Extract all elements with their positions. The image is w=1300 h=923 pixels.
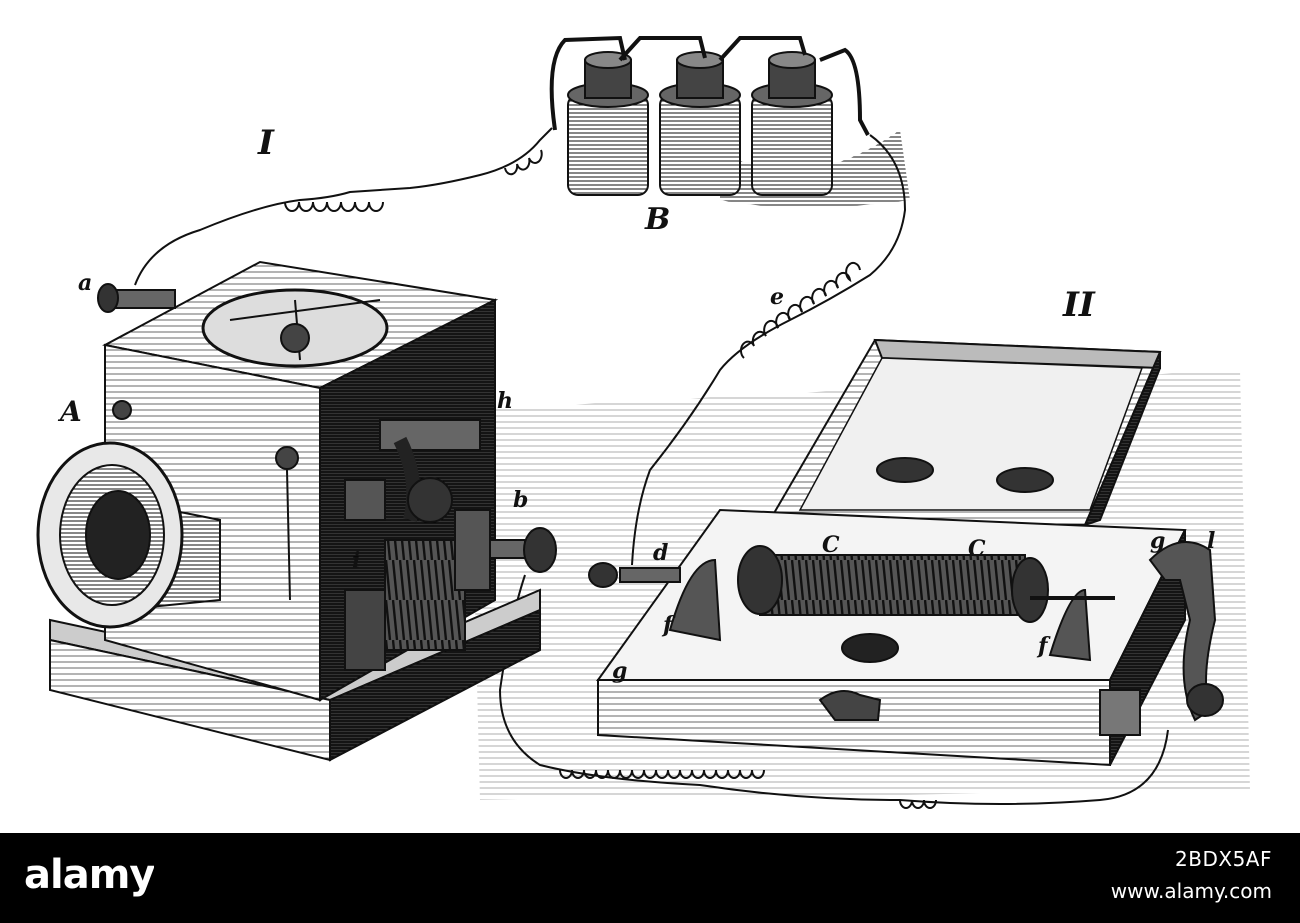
stock-image-id: 2BDX5AF bbox=[1175, 847, 1272, 871]
connecting-wires bbox=[134, 127, 1169, 809]
battery-cell-3 bbox=[751, 51, 833, 196]
coil-label-c2: C bbox=[968, 536, 986, 562]
svg-text:alamy: alamy bbox=[24, 852, 154, 898]
battery-cell-2 bbox=[659, 51, 741, 196]
figure-label-II: II bbox=[1063, 285, 1095, 325]
terminal-label-b: b bbox=[513, 487, 529, 513]
horn-label: A bbox=[60, 395, 82, 428]
wire-label-e: e bbox=[770, 284, 784, 310]
part-label-h: h bbox=[497, 388, 513, 414]
watermark-footer bbox=[0, 833, 1300, 923]
clamp-label-l: l bbox=[1207, 528, 1216, 554]
part-label-d: d bbox=[653, 540, 669, 566]
engraving-drawing bbox=[36, 35, 1250, 809]
stock-site-url: www.alamy.com bbox=[1110, 879, 1272, 903]
board-label-g2: g bbox=[1150, 528, 1166, 554]
support-label-f1: f bbox=[663, 612, 673, 638]
figure-label-I: I bbox=[258, 123, 274, 163]
battery-cell-1 bbox=[567, 51, 649, 196]
engraving-illustration: I II B A a b e h i d C C f f g g l bbox=[0, 0, 1300, 833]
battery-label: B bbox=[645, 202, 671, 237]
support-label-f2: f bbox=[1038, 633, 1048, 659]
transmitter-box bbox=[588, 338, 1224, 767]
alamy-logo: alamy bbox=[24, 852, 154, 898]
battery-cells bbox=[549, 35, 910, 208]
terminal-label-a: a bbox=[78, 270, 93, 296]
horn-mouthpiece bbox=[36, 441, 221, 629]
board-label-g1: g bbox=[612, 658, 628, 684]
coil-label-c1: C bbox=[822, 532, 840, 558]
part-label-i: i bbox=[352, 548, 361, 574]
